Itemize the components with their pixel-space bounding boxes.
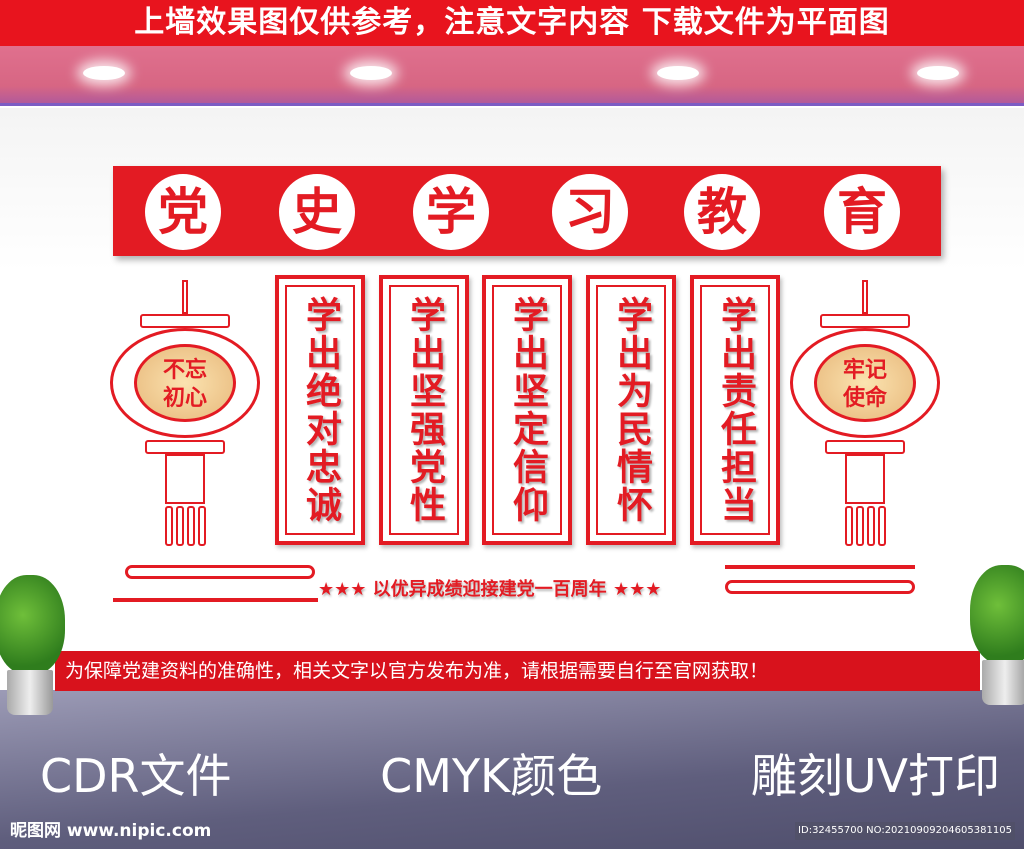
plant-right [970, 565, 1024, 705]
decor-rail [725, 580, 915, 594]
plant-left [0, 575, 65, 715]
feature-text: CMYK颜色 [380, 749, 603, 803]
ceiling-light [657, 66, 699, 80]
decor-rail [125, 565, 315, 579]
lantern-text: 使命 [842, 386, 887, 411]
panel: 学出坚强党性 [379, 275, 469, 545]
panel: 学出为民情怀 [586, 275, 676, 545]
title-char: 育 [824, 174, 900, 250]
title-char: 党 [145, 174, 221, 250]
lantern-disc: 牢记使命 [814, 344, 916, 422]
slogan: ★★★ 以优异成绩迎接建党一百周年 ★★★ [318, 579, 662, 600]
top-banner: 上墙效果图仅供参考，注意文字内容 下载文件为平面图 [0, 0, 1024, 46]
title-char: 教 [684, 174, 760, 250]
panel-text: 学出责任担当 [715, 296, 756, 524]
image-id: ID:32455700 NO:20210909204605381105 [795, 822, 1015, 840]
ceiling-light [350, 66, 392, 80]
lantern-disc: 不忘初心 [134, 344, 236, 422]
lantern-text: 牢记 [842, 358, 887, 383]
decor-line [113, 598, 318, 602]
title-char: 习 [552, 174, 628, 250]
ceiling-light [83, 66, 125, 80]
panel-text: 学出坚强党性 [404, 296, 445, 524]
panel: 学出绝对忠诚 [275, 275, 365, 545]
panel-text: 学出坚定信仰 [507, 296, 548, 524]
feature-text: 雕刻UV打印 [750, 749, 1000, 803]
panel: 学出坚定信仰 [482, 275, 572, 545]
lantern-text: 初心 [162, 386, 207, 411]
panel: 学出责任担当 [690, 275, 780, 545]
notice-bar: 为保障党建资料的准确性，相关文字以官方发布为准，请根据需要自行至官网获取！ [55, 651, 980, 691]
decor-line [725, 565, 915, 569]
panel-text: 学出为民情怀 [611, 296, 652, 524]
ceiling [0, 46, 1024, 106]
feature-text: CDR文件 [40, 749, 232, 803]
title-char: 史 [279, 174, 355, 250]
ceiling-light [917, 66, 959, 80]
panel-text: 学出绝对忠诚 [300, 296, 341, 524]
lantern-left: 不忘初心 [110, 280, 260, 550]
lantern-text: 不忘 [162, 358, 207, 383]
watermark: 昵图网 www.nipic.com [10, 821, 212, 841]
lantern-right: 牢记使命 [790, 280, 940, 550]
title-char: 学 [413, 174, 489, 250]
features: CDR文件 CMYK颜色 雕刻UV打印 [40, 748, 1000, 804]
title-bar [113, 166, 941, 256]
